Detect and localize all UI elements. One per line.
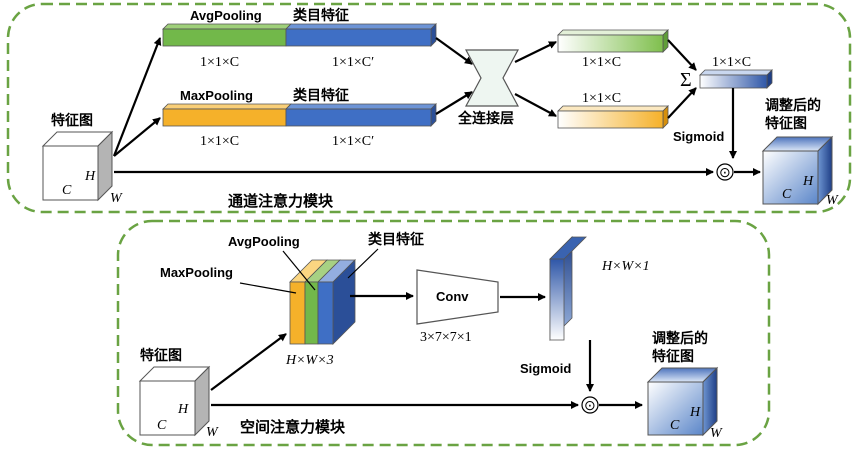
channel-weight-vector	[699, 69, 773, 89]
spatial-avgpool-leader	[282, 250, 316, 291]
max-class-label: 类目特征	[293, 87, 349, 104]
spatial-stack-dim: H×W×3	[285, 353, 334, 368]
spatial-class-label: 类目特征	[368, 231, 424, 248]
spatial-maxpool-leader	[239, 282, 297, 294]
spatial-cube-h-label: H	[177, 402, 189, 417]
channel-out-h-label: H	[802, 174, 814, 189]
fc-layer-shape	[464, 49, 520, 107]
channel-input-cube	[41, 130, 114, 202]
spatial-pooled-stack	[289, 259, 356, 345]
arrow-avg-to-fc	[435, 37, 473, 65]
channel-cube-c-label: C	[62, 183, 72, 198]
spatial-output-label-2: 特征图	[652, 348, 694, 365]
channel-output-cube	[761, 135, 834, 206]
channel-cube-w-label: W	[110, 191, 123, 206]
spatial-weight-map	[549, 236, 587, 341]
fc-output-vector-top	[557, 29, 669, 53]
conv-dim-label: 3×7×7×1	[420, 330, 472, 345]
arrow-fc-to-top	[514, 41, 557, 63]
channel-sigmoid-label: Sigmoid	[673, 129, 724, 144]
spatial-cube-c-label: C	[157, 418, 167, 433]
spatial-sigmoid-label: Sigmoid	[520, 361, 571, 376]
channel-module-title: 通道注意力模块	[228, 192, 334, 210]
sum-dim-label: 1×1×C	[712, 55, 751, 70]
spatial-multiply-symbol: ⊙	[584, 399, 596, 414]
arrow-spatial-input-to-stack	[210, 333, 287, 391]
channel-output-label-2: 特征图	[765, 115, 807, 132]
avg-dim-label: 1×1×C	[200, 55, 239, 70]
spatial-map-dim: H×W×1	[601, 259, 650, 274]
spatial-out-c-label: C	[670, 418, 680, 433]
spatial-input-cube	[138, 365, 211, 437]
conv-shape	[416, 269, 499, 325]
spatial-out-w-label: W	[710, 426, 723, 441]
conv-label: Conv	[436, 289, 469, 304]
spatial-class-map	[317, 281, 334, 345]
channel-multiply-symbol: ⊙	[719, 166, 731, 181]
spatial-avgpool-label: AvgPooling	[228, 234, 300, 249]
fc-top-dim-label: 1×1×C	[582, 55, 621, 70]
arrow-input-to-max	[113, 117, 161, 157]
max-class-dim-label: 1×1×C′	[332, 134, 374, 149]
channel-cube-h-label: H	[84, 169, 96, 184]
avg-pool-vector	[162, 23, 292, 47]
spatial-input-label: 特征图	[140, 347, 182, 364]
avg-class-dim-label: 1×1×C′	[332, 55, 374, 70]
arrow-bottom-to-sum	[667, 87, 697, 119]
channel-out-c-label: C	[782, 187, 792, 202]
spatial-maxpool-map	[289, 281, 306, 345]
arrow-top-to-sum	[667, 39, 697, 71]
max-pool-vector	[162, 103, 292, 127]
sum-symbol: Σ	[680, 69, 692, 91]
spatial-class-leader	[347, 248, 379, 279]
spatial-module-border	[116, 219, 771, 447]
channel-output-label-1: 调整后的	[765, 97, 821, 114]
channel-out-w-label: W	[826, 193, 839, 208]
channel-multiply-circle	[716, 163, 734, 181]
spatial-cube-w-label: W	[206, 425, 219, 440]
arrow-fc-to-bottom	[514, 93, 557, 117]
spatial-module-title: 空间注意力模块	[240, 418, 346, 436]
spatial-output-label-1: 调整后的	[652, 330, 708, 347]
fc-output-vector-bottom	[557, 105, 669, 129]
arrow-input-to-avg	[112, 37, 162, 157]
fc-layer-label: 全连接层	[457, 110, 514, 127]
max-dim-label: 1×1×C	[200, 134, 239, 149]
spatial-multiply-circle	[581, 396, 599, 414]
spatial-out-h-label: H	[689, 405, 701, 420]
channel-input-label: 特征图	[51, 112, 93, 129]
max-pooling-label: MaxPooling	[180, 88, 253, 103]
arrow-max-to-fc	[435, 91, 473, 115]
fc-bottom-dim-label: 1×1×C	[582, 91, 621, 106]
avg-pooling-label: AvgPooling	[190, 8, 262, 23]
avg-class-label: 类目特征	[293, 7, 349, 24]
spatial-output-cube	[646, 366, 719, 437]
spatial-maxpool-label: MaxPooling	[160, 265, 233, 280]
max-class-vector	[285, 103, 437, 127]
avg-class-vector	[285, 23, 437, 47]
spatial-avgpool-map	[304, 281, 319, 345]
